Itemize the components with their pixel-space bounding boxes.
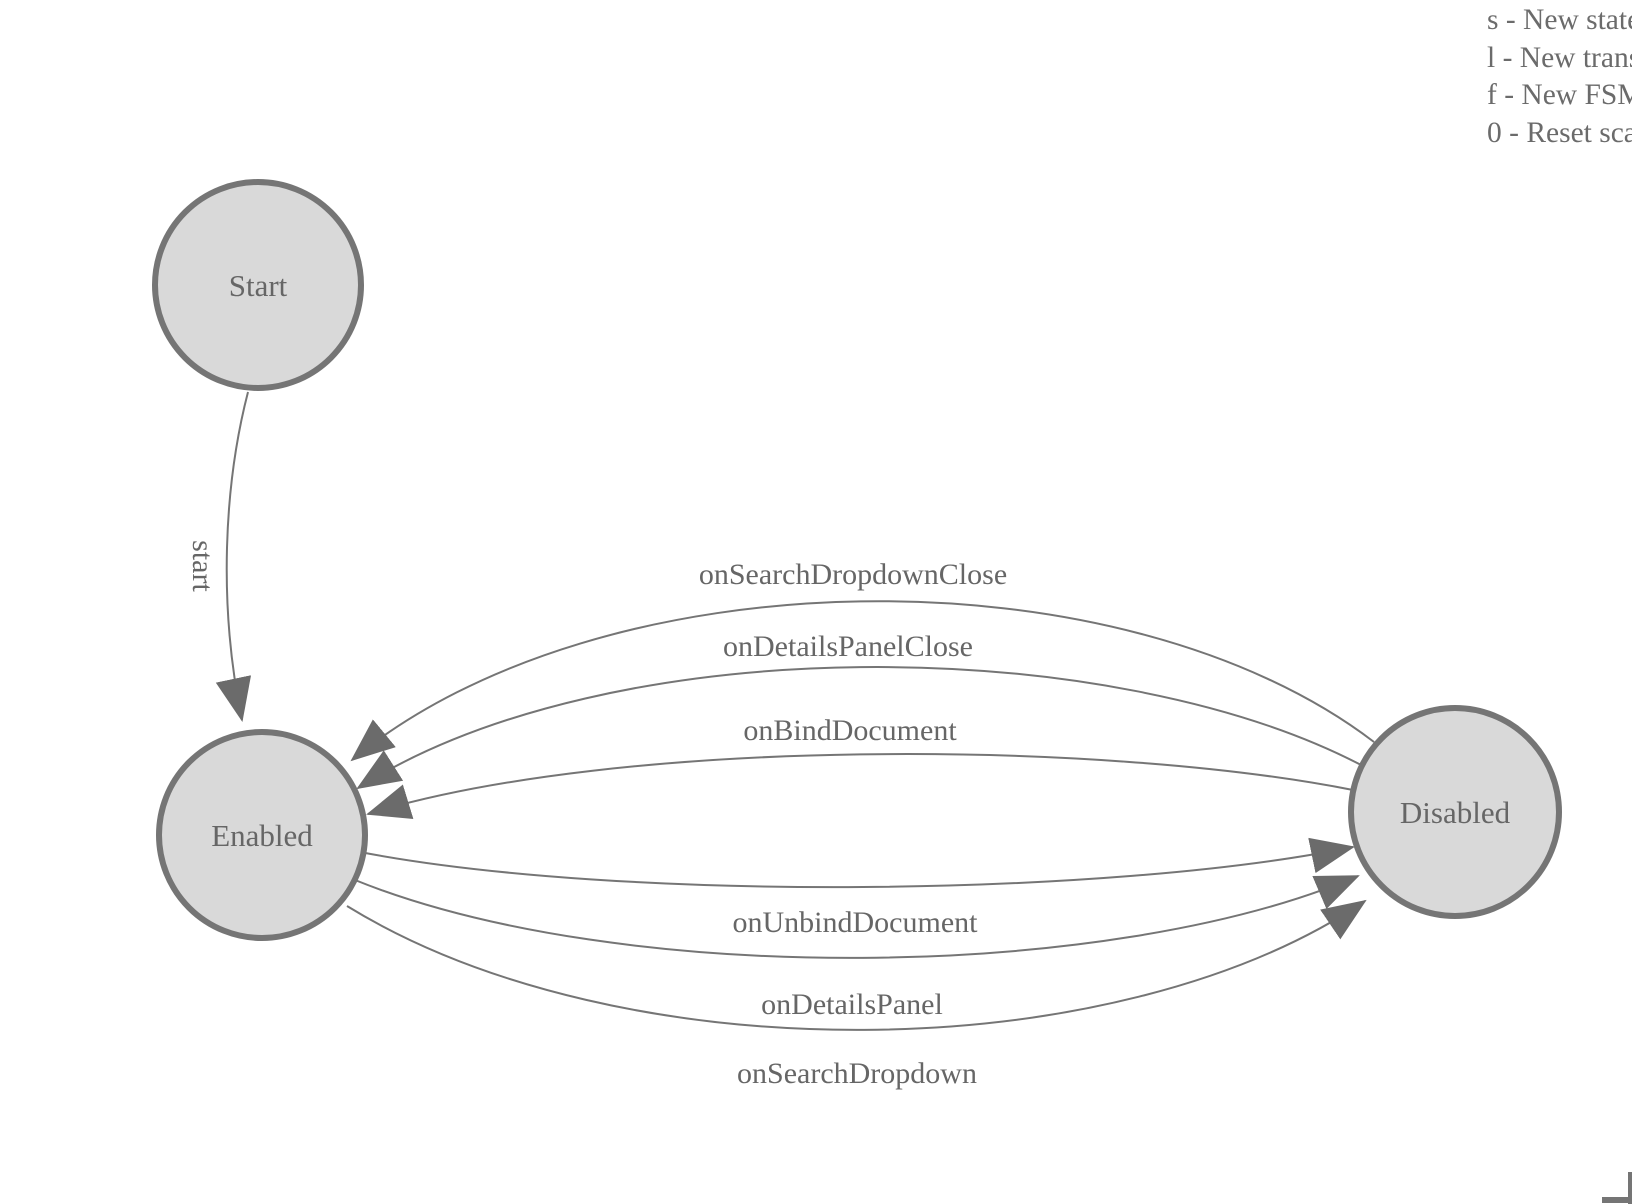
edge-disabled-to-enabled-onDetailsPanelClose — [356, 666, 1364, 790]
legend-line-new-transition: l - New transition — [1487, 41, 1632, 74]
state-node-disabled-label: Disabled — [1400, 795, 1511, 830]
state-node-disabled-circle[interactable] — [1348, 705, 1562, 919]
state-node-start[interactable]: Start — [152, 179, 364, 391]
edge-start-to-enabled — [215, 391, 252, 722]
legend-line-reset-scale: 0 - Reset scale — [1487, 116, 1632, 149]
edge-label-onDetailsPanelClose: onDetailsPanelClose — [723, 630, 973, 663]
partial-element-corner — [1602, 1172, 1632, 1204]
edge-enabled-to-disabled-onSearchDropdown — [346, 899, 1367, 1031]
edge-labels-layer: start onSearchDropdownClose onDetailsPan… — [186, 540, 1007, 1090]
edge-enabled-to-disabled-onDetailsPanel — [354, 875, 1360, 959]
edge-label-onSearchDropdownClose: onSearchDropdownClose — [699, 558, 1007, 591]
edge-disabled-to-enabled-onSearchDropdownClose — [350, 600, 1375, 762]
state-node-start-label: Start — [229, 268, 288, 303]
state-node-disabled[interactable]: Disabled — [1348, 705, 1562, 919]
partial-element-corner-horizontal — [1602, 1197, 1632, 1203]
edges-layer — [215, 391, 1375, 1031]
legend-line-new-state: s - New state — [1487, 4, 1632, 36]
edge-label-start: start — [186, 540, 219, 592]
state-node-enabled-circle[interactable] — [156, 729, 368, 941]
legend-line-new-fsm: f - New FSM — [1487, 79, 1632, 111]
edge-label-onBindDocument: onBindDocument — [743, 714, 957, 747]
edge-label-onUnbindDocument: onUnbindDocument — [733, 906, 979, 939]
state-node-enabled-label: Enabled — [211, 818, 313, 853]
edge-disabled-to-enabled-onBindDocument — [366, 753, 1354, 819]
state-node-start-circle[interactable] — [152, 179, 364, 391]
edge-label-onSearchDropdown: onSearchDropdown — [737, 1057, 977, 1090]
shortcut-legend: s - New state l - New transition f - New… — [1487, 2, 1632, 152]
partial-element-corner-vertical — [1628, 1172, 1632, 1204]
edge-label-onDetailsPanel: onDetailsPanel — [761, 988, 943, 1021]
edge-enabled-to-disabled-onUnbindDocument — [359, 837, 1355, 889]
state-node-enabled[interactable]: Enabled — [156, 729, 368, 941]
